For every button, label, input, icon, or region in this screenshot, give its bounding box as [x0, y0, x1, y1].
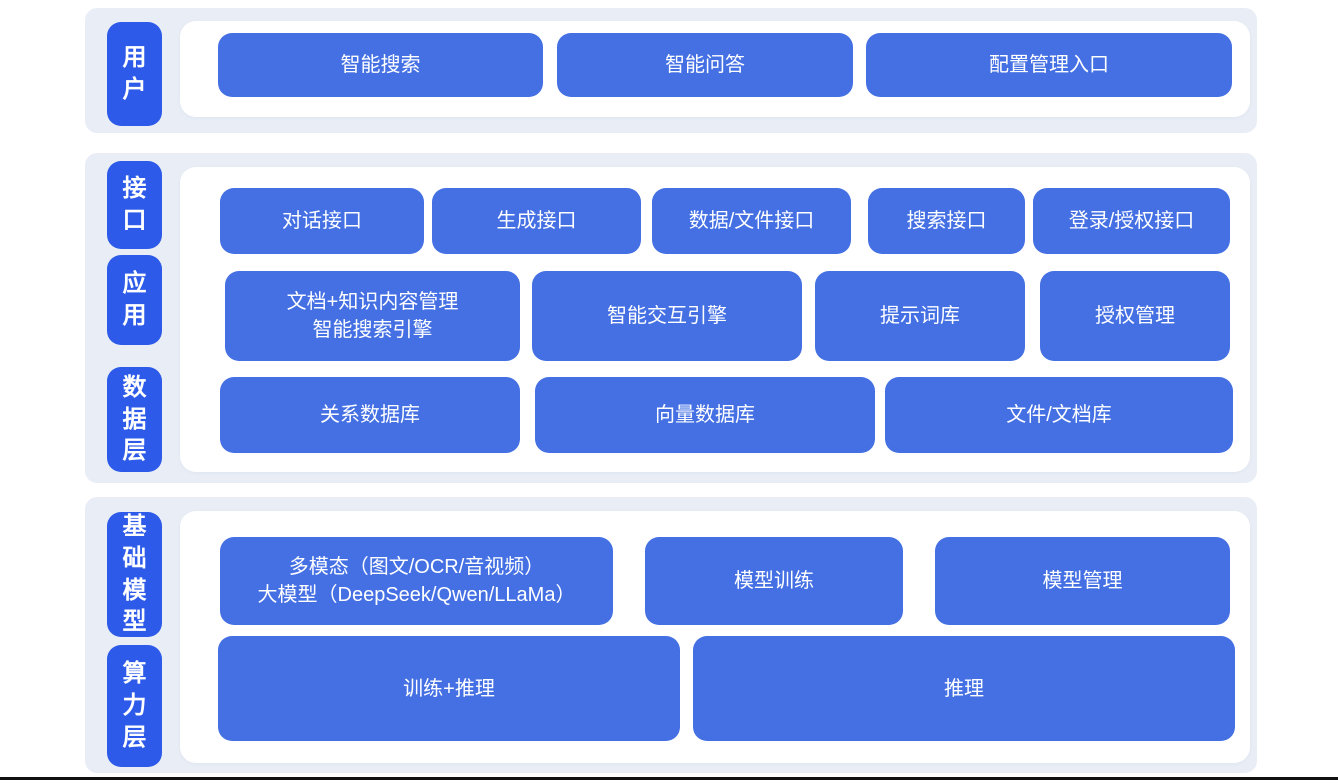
box-search-api: 搜索接口: [868, 188, 1025, 254]
box-data-file-api: 数据/文件接口: [652, 188, 851, 254]
box-inference: 推理: [693, 636, 1235, 741]
pill-application-layer: 应用: [107, 255, 162, 345]
box-interactive-engine: 智能交互引擎: [532, 271, 802, 361]
pill-data-layer: 数据层: [107, 367, 162, 472]
box-multimodal-llm: 多模态（图文/OCR/音视频） 大模型（DeepSeek/Qwen/LLaMa）: [220, 537, 613, 625]
bottom-divider-line: [0, 777, 1338, 780]
box-config-management-entry: 配置管理入口: [866, 33, 1232, 97]
box-vector-db: 向量数据库: [535, 377, 875, 453]
box-doc-knowledge-search-engine: 文档+知识内容管理 智能搜索引擎: [225, 271, 520, 361]
box-relational-db: 关系数据库: [220, 377, 520, 453]
box-generation-api: 生成接口: [432, 188, 641, 254]
box-prompt-library: 提示词库: [815, 271, 1025, 361]
box-model-management: 模型管理: [935, 537, 1230, 625]
box-model-training: 模型训练: [645, 537, 903, 625]
box-auth-management: 授权管理: [1040, 271, 1230, 361]
box-file-document-db: 文件/文档库: [885, 377, 1233, 453]
box-smart-qa: 智能问答: [557, 33, 853, 97]
box-login-auth-api: 登录/授权接口: [1033, 188, 1230, 254]
box-training-plus-inference: 训练+推理: [218, 636, 680, 741]
pill-compute-layer: 算力层: [107, 645, 162, 767]
pill-api-layer: 接口: [107, 161, 162, 249]
pill-foundation-model-layer: 基础模型: [107, 512, 162, 637]
box-smart-search: 智能搜索: [218, 33, 543, 97]
box-dialog-api: 对话接口: [220, 188, 424, 254]
pill-user-layer: 用户: [107, 22, 162, 126]
